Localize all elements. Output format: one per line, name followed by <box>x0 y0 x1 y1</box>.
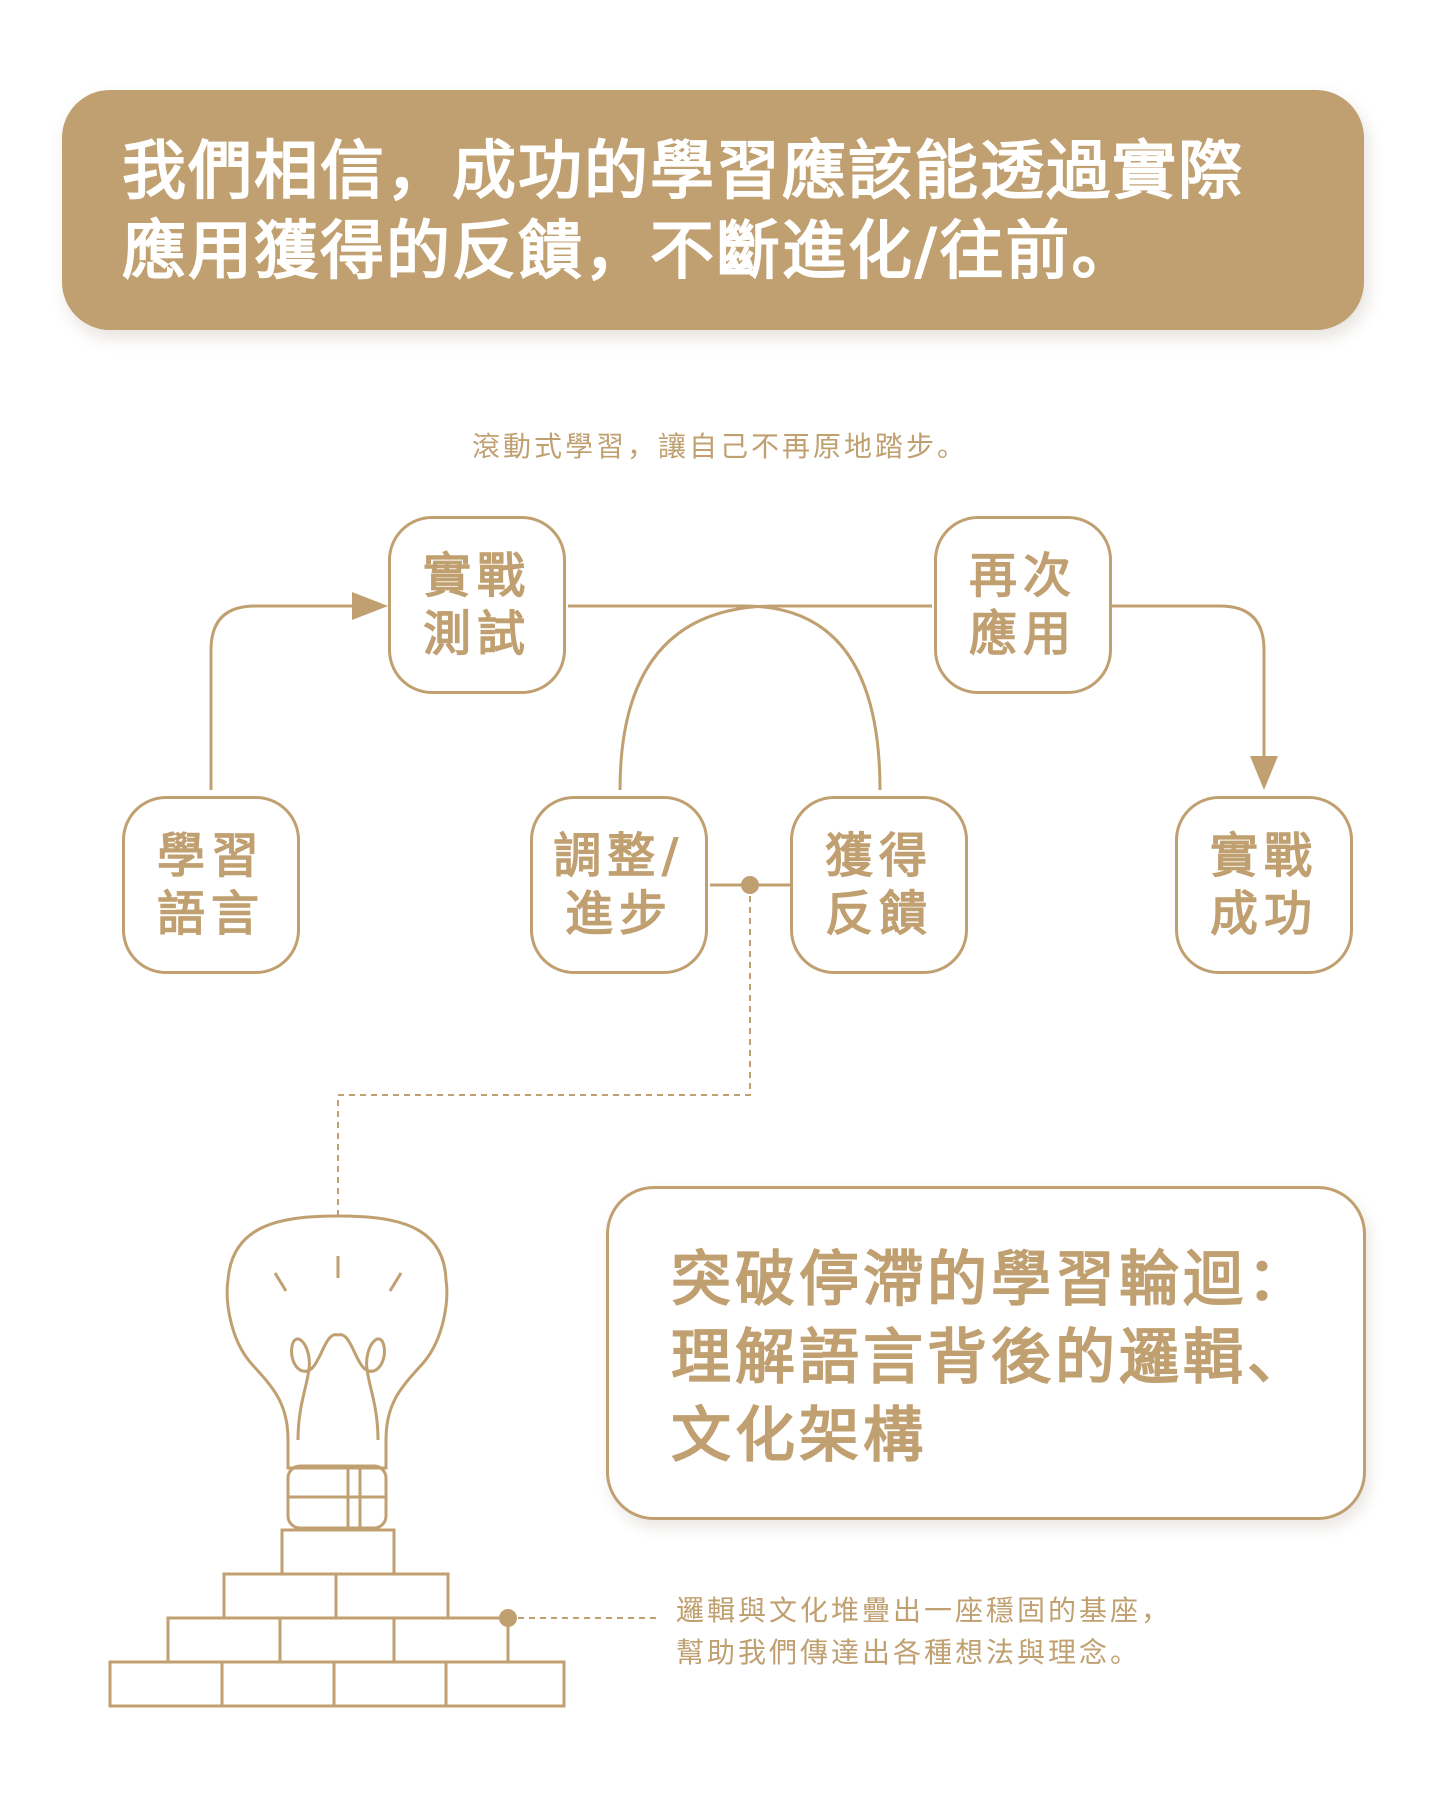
header-banner: 我們相信，成功的學習應該能透過實際 應用獲得的反饋，不斷進化/往前。 <box>62 90 1364 330</box>
node-field-success: 實戰 成功 <box>1175 796 1353 974</box>
arrow-icon <box>1250 756 1278 790</box>
node-field-test: 實戰 測試 <box>388 516 566 694</box>
callout-heading: 突破停滯的學習輪迴： 理解語言背後的邏輯、 文化架構 <box>671 1241 1311 1475</box>
base-caption-line-2: 幫助我們傳達出各種想法與理念。 <box>676 1636 1142 1669</box>
node-label: 獲得 <box>824 828 933 884</box>
base-junction-dot <box>499 1609 517 1627</box>
node-get-feedback: 獲得 反饋 <box>790 796 968 974</box>
node-label: 應用 <box>968 606 1077 662</box>
connector-test-to-feedback <box>568 604 882 791</box>
node-label: 語言 <box>156 886 265 942</box>
connector-adjust-to-reapply <box>618 604 932 791</box>
arrow-icon <box>352 592 388 620</box>
callout-line-2: 理解語言背後的邏輯、 <box>671 1323 1311 1393</box>
node-label: 實戰 <box>422 548 531 604</box>
base-caption: 邏輯與文化堆疊出一座穩固的基座， 幫助我們傳達出各種想法與理念。 <box>676 1590 1172 1674</box>
header-line-2: 應用獲得的反饋，不斷進化/往前。 <box>122 214 1138 289</box>
node-label: 實戰 <box>1209 828 1318 884</box>
node-label: 測試 <box>422 606 531 662</box>
node-reapply: 再次 應用 <box>934 516 1112 694</box>
node-label: 調整/ <box>553 828 685 884</box>
brick-base-icon <box>108 1528 566 1708</box>
node-label: 成功 <box>1209 886 1318 942</box>
header-line-1: 我們相信，成功的學習應該能透過實際 <box>122 134 1244 209</box>
callout-box: 突破停滯的學習輪迴： 理解語言背後的邏輯、 文化架構 <box>606 1186 1366 1520</box>
base-caption-line-1: 邏輯與文化堆疊出一座穩固的基座， <box>676 1594 1173 1627</box>
node-label: 再次 <box>968 548 1077 604</box>
dashed-leader-to-bulb <box>337 885 751 1215</box>
connector-learn-to-test <box>209 604 358 790</box>
node-label: 反饋 <box>824 886 933 942</box>
callout-line-1: 突破停滯的學習輪迴： <box>671 1245 1311 1315</box>
node-adjust-progress: 調整/ 進步 <box>530 796 708 974</box>
lightbulb-icon <box>225 1214 449 1530</box>
node-label: 學習 <box>156 828 265 884</box>
node-learn-language: 學習 語言 <box>122 796 300 974</box>
connector-reapply-to-success <box>1112 604 1266 758</box>
diagram-subtitle: 滾動式學習，讓自己不再原地踏步。 <box>471 430 968 463</box>
callout-line-3: 文化架構 <box>671 1401 927 1471</box>
header-statement: 我們相信，成功的學習應該能透過實際 應用獲得的反饋，不斷進化/往前。 <box>122 132 1324 292</box>
node-label: 進步 <box>564 886 673 942</box>
